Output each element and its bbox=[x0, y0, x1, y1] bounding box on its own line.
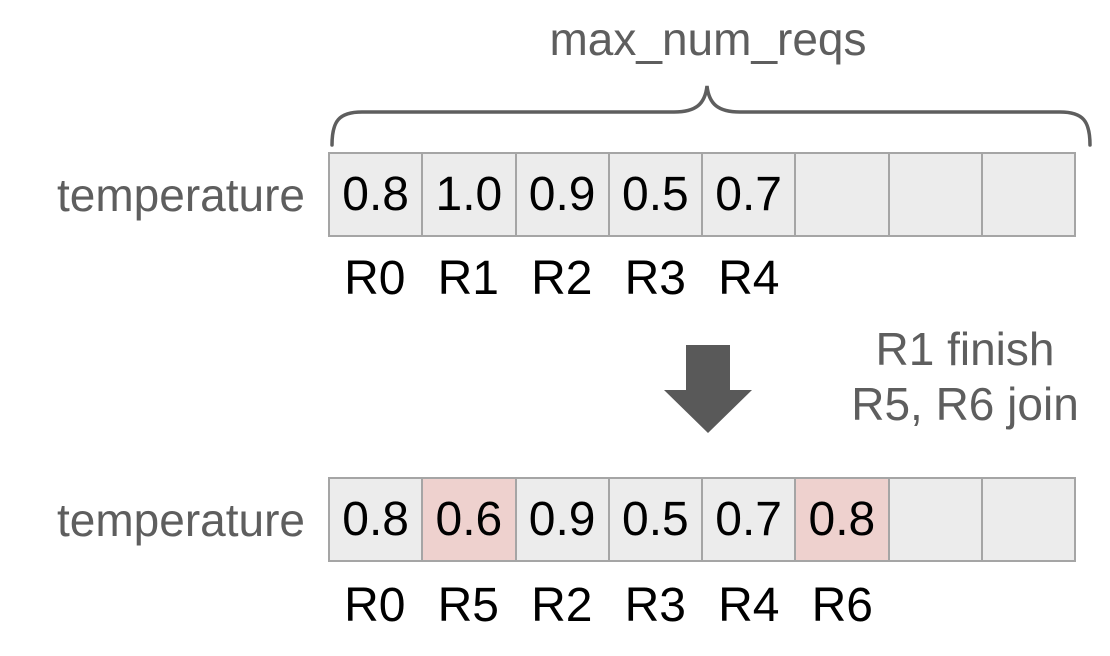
request-label-empty bbox=[889, 254, 983, 304]
array-cell-value: 0.7 bbox=[701, 479, 795, 560]
transition-note-line1: R1 finish bbox=[875, 323, 1055, 375]
array-cell-value: 1.0 bbox=[421, 154, 515, 235]
array-cell-value: 0.6 bbox=[421, 479, 515, 560]
transition-note-line2: R5, R6 join bbox=[851, 378, 1079, 430]
array-cell-value: 0.8 bbox=[330, 479, 422, 560]
array-cell-empty bbox=[794, 154, 888, 235]
request-label-r3: R3 bbox=[624, 252, 686, 305]
array-cell-value: 0.7 bbox=[701, 154, 795, 235]
array-cell-value: 0.9 bbox=[514, 479, 608, 560]
request-label-r4: R4 bbox=[718, 252, 780, 305]
request-label-r6: R6 bbox=[811, 579, 873, 632]
request-labels-bottom: R0 R5 R2 R3 R4 R6 bbox=[328, 581, 1076, 631]
request-label-r2: R2 bbox=[531, 252, 593, 305]
request-label-empty bbox=[796, 254, 890, 304]
request-label-r0: R0 bbox=[344, 579, 406, 632]
brace-icon bbox=[330, 85, 1092, 147]
request-label-empty bbox=[983, 581, 1077, 631]
array-cell-empty bbox=[887, 154, 981, 235]
request-label-empty bbox=[889, 581, 983, 631]
array-cell-value: 0.9 bbox=[514, 154, 608, 235]
temperature-label-bottom: temperature bbox=[56, 494, 305, 546]
request-label-empty bbox=[983, 254, 1077, 304]
array-cell-empty bbox=[980, 154, 1074, 235]
request-label-r4: R4 bbox=[718, 579, 780, 632]
request-label-r0: R0 bbox=[344, 252, 406, 305]
array-cell-value: 0.8 bbox=[330, 154, 422, 235]
transition-note: R1 finish R5, R6 join bbox=[810, 322, 1110, 432]
array-cell-value: 0.5 bbox=[607, 479, 701, 560]
array-cell-value: 0.5 bbox=[607, 154, 701, 235]
request-label-r5: R5 bbox=[437, 579, 499, 632]
array-cell-empty bbox=[980, 479, 1074, 560]
temperature-label-top: temperature bbox=[56, 169, 305, 221]
request-label-r1: R1 bbox=[437, 252, 499, 305]
down-arrow-icon bbox=[664, 345, 752, 433]
max-num-reqs-label: max_num_reqs bbox=[549, 13, 867, 65]
request-label-r2: R2 bbox=[531, 579, 593, 632]
array-cell-value: 0.8 bbox=[794, 479, 888, 560]
request-label-r3: R3 bbox=[624, 579, 686, 632]
array-cell-empty bbox=[887, 479, 981, 560]
request-labels-top: R0 R1 R2 R3 R4 bbox=[328, 254, 1076, 304]
